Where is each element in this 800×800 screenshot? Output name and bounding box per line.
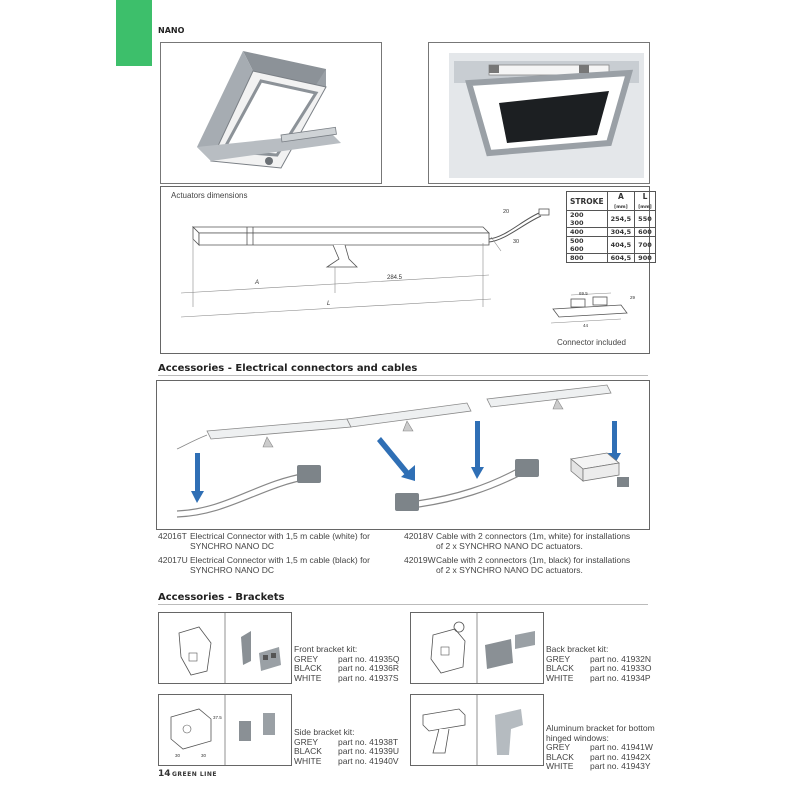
item-desc-42017U: Electrical Connector with 1,5 m cable (b… <box>190 555 370 575</box>
aluminum-bracket-illustration <box>422 695 523 765</box>
connector-drawing <box>550 292 628 324</box>
side-bracket-name: Side bracket kit: <box>294 727 355 737</box>
page-number: 14 <box>158 769 171 779</box>
table-header-stroke: STROKE <box>566 191 608 211</box>
item-code-42016T: 42016T <box>158 531 187 541</box>
back-bracket-image <box>410 612 544 684</box>
dim-label-284: 284.5 <box>387 275 403 281</box>
section-tab <box>116 0 152 66</box>
aluminum-bracket-image <box>410 694 544 766</box>
side-bracket-image: 37.5 30 30 <box>158 694 292 766</box>
arrows <box>191 421 621 503</box>
section-title-electrical: Accessories - Electrical connectors and … <box>158 363 418 374</box>
actuator-dimension-drawing <box>180 208 550 318</box>
side-dim-1: 37.5 <box>213 715 222 720</box>
table-header-l: L[mm] <box>634 191 656 211</box>
item-desc-42019W: Cable with 2 connectors (1m, black) for … <box>436 555 631 575</box>
dim-label-l: L <box>327 301 331 307</box>
item-code-42017U: 42017U <box>158 555 188 565</box>
front-bracket-illustration <box>178 613 281 683</box>
footer-brand: GREEN LINE <box>172 771 218 778</box>
connector-caption: Connector included <box>557 338 626 347</box>
side-dim-3: 30 <box>201 753 207 758</box>
aluminum-bracket-info: Aluminum bracket for bottom hinged windo… <box>546 723 655 772</box>
electrical-connectors-panel <box>156 380 650 530</box>
connector-dim-3: 29 <box>630 295 636 300</box>
connector-dim-1: 69.5 <box>579 291 588 296</box>
back-bracket-illustration <box>430 613 535 683</box>
item-code-42019W: 42019W <box>404 555 436 565</box>
back-bracket-name: Back bracket kit: <box>546 644 609 654</box>
connector-dim-2: 44 <box>583 323 589 328</box>
item-code-42018V: 42018V <box>404 531 434 541</box>
dim-label-a: A <box>255 280 260 286</box>
window-frame-illustration <box>197 51 341 169</box>
front-bracket-image <box>158 612 292 684</box>
tilted-window-illustration <box>449 53 644 178</box>
aluminum-bracket-name: Aluminum bracket for bottom hinged windo… <box>546 723 655 743</box>
cables-illustration <box>176 384 629 518</box>
dimensions-title: Actuators dimensions <box>171 191 248 200</box>
front-bracket-name: Front bracket kit: <box>294 644 358 654</box>
product-photo-right <box>428 42 650 184</box>
side-bracket-illustration <box>170 695 275 765</box>
item-desc-42018V: Cable with 2 connectors (1m, white) for … <box>436 531 631 551</box>
table-row: 800 604,5 900 <box>566 253 656 263</box>
dim-label-30: 30 <box>513 239 520 245</box>
table-header-a: A[mm] <box>606 191 636 211</box>
item-desc-42016T: Electrical Connector with 1,5 m cable (w… <box>190 531 370 551</box>
section-title-brackets: Accessories - Brackets <box>158 592 285 603</box>
side-dim-2: 30 <box>175 753 181 758</box>
dim-label-20: 20 <box>503 209 510 215</box>
actuator-dimensions-panel: Actuators dimensions A 284.5 L 20 30 STR… <box>160 186 656 354</box>
page-header: NANO <box>158 26 185 35</box>
table-row: 400 304,5 600 <box>566 227 656 237</box>
product-photo-left <box>160 42 382 184</box>
